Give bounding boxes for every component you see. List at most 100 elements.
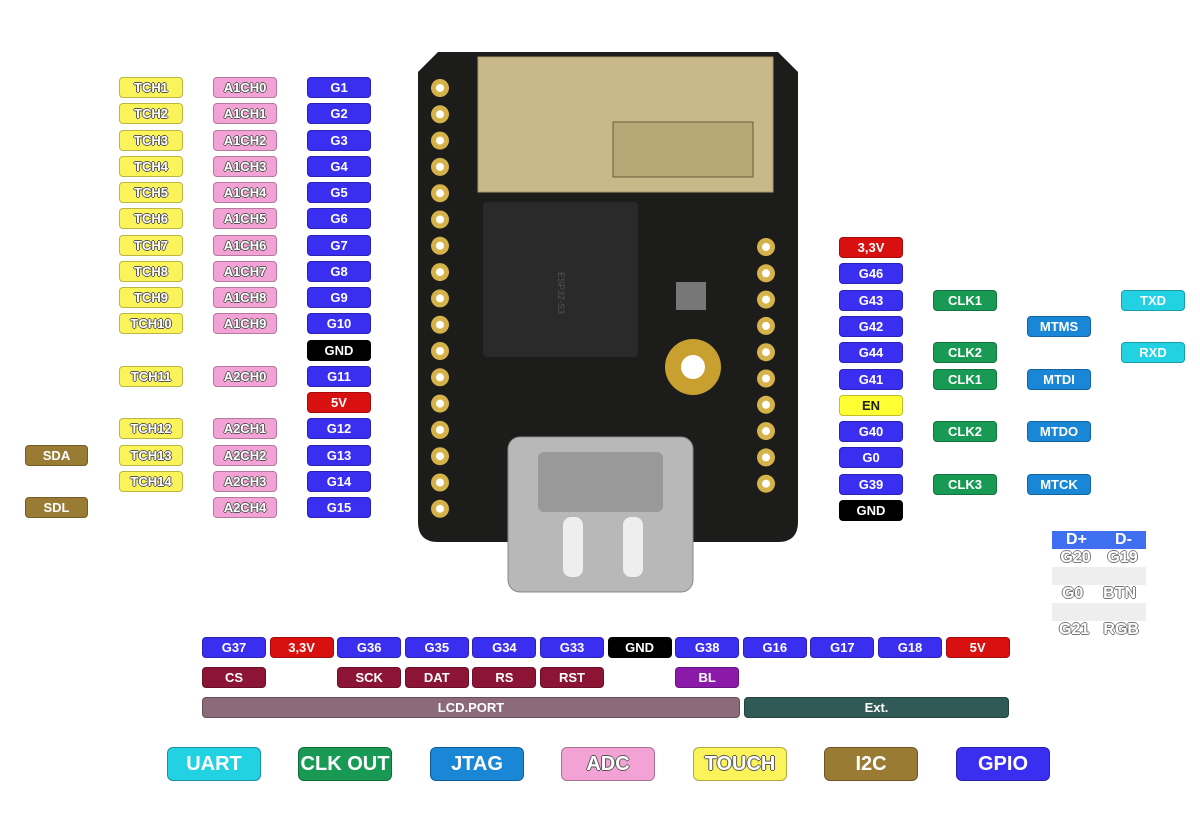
cell: G20 [1060,549,1091,566]
i2c-label: SDA [25,444,88,466]
pin-label: G16 [742,637,807,658]
adc-label: A2CH2 [213,444,277,466]
pin-label: G18 [878,637,942,658]
pin-label: EN [839,394,903,416]
clk-out-label: CLK3 [933,473,997,495]
d-minus-label: D- [1115,531,1132,548]
pin-label: G11 [307,365,371,387]
legend-jtag: JTAG [430,747,524,781]
pin-label: G34 [472,637,537,658]
adc-label: A1CH7 [213,260,277,282]
touch-label: TCH1 [119,77,183,98]
pin-label: G39 [839,473,903,495]
adc-label: A2CH3 [213,470,277,492]
lcd-label: DAT [404,667,469,688]
legend-gpio: GPIO [956,747,1050,781]
touch-label: TCH8 [119,260,183,282]
uart-label: RXD [1121,342,1185,364]
jtag-label: MTDO [1027,421,1091,443]
pin-label: G0 [839,447,903,469]
pin-label: 5V [307,392,371,413]
pin-label: GND [307,339,371,361]
uart-label: TXD [1121,289,1185,311]
legend-i2c: I2C [824,747,918,781]
cell: G19 [1107,549,1138,566]
pin-label: 3,3V [839,237,903,258]
touch-label: TCH7 [119,234,183,256]
clk-out-label: CLK1 [933,289,997,311]
i2c-label: SDL [25,497,88,518]
board-image: ESP32-S3 [418,52,798,593]
lcd-port-bar: LCD.PORT [202,697,740,718]
pin-label: G14 [307,470,371,492]
usb-table-row: G21 RGB [1052,621,1146,639]
touch-label: TCH14 [119,470,183,492]
touch-label: TCH5 [119,182,183,203]
adc-label: A2CH4 [213,497,277,518]
pin-label: G2 [307,103,371,125]
pin-label: G38 [675,637,740,658]
pin-label: GND [607,637,672,658]
adc-label: A1CH2 [213,129,277,151]
jtag-label: MTCK [1027,473,1091,495]
cell: BTN [1103,585,1137,602]
lcd-label: SCK [337,667,402,688]
pin-label: 3,3V [269,637,334,658]
lcd-label: CS [202,667,266,688]
d-plus-label: D+ [1066,531,1087,548]
cell: RGB [1103,621,1139,638]
pin-label: G46 [839,263,903,285]
adc-label: A1CH8 [213,287,277,308]
pin-label: G44 [839,342,903,364]
cell: G0 [1061,585,1084,602]
touch-label: TCH10 [119,313,183,335]
adc-label: A2CH1 [213,418,277,440]
legend-uart: UART [167,747,261,781]
pin-label: G9 [307,287,371,308]
pin-label: G15 [307,497,371,518]
adc-label: A2CH0 [213,365,277,387]
svg-text:ESP32-S3: ESP32-S3 [556,272,566,314]
pin-label: G4 [307,155,371,177]
pin-label: G1 [307,77,371,98]
pin-label: G5 [307,182,371,203]
legend-touch: TOUCH [693,747,787,781]
pin-label: G35 [404,637,469,658]
pin-label: 5V [945,637,1010,658]
clk-out-label: CLK2 [933,421,997,443]
pin-label: G6 [307,208,371,230]
usb-table-row: G0 BTN [1052,585,1146,603]
usb-table-row: G20 G19 [1052,549,1146,567]
usb-table-header: D+ D- [1052,531,1146,549]
legend-adc: ADC [561,747,655,781]
touch-label: TCH4 [119,155,183,177]
touch-label: TCH11 [119,365,183,387]
legend-clk: CLK OUT [298,747,392,781]
ext-bar: Ext. [744,697,1009,718]
pin-label: G3 [307,129,371,151]
adc-label: A1CH1 [213,103,277,125]
pin-label: G37 [202,637,266,658]
pin-label: G17 [810,637,875,658]
touch-label: TCH12 [119,418,183,440]
touch-label: TCH3 [119,129,183,151]
pin-label: G13 [307,444,371,466]
jtag-label: MTMS [1027,315,1091,337]
adc-label: A1CH9 [213,313,277,335]
adc-label: A1CH6 [213,234,277,256]
pin-label: G41 [839,368,903,390]
pin-label: G42 [839,315,903,337]
lcd-label: RST [540,667,604,688]
lcd-label: RS [472,667,537,688]
pin-label: G10 [307,313,371,335]
adc-label: A1CH5 [213,208,277,230]
cell: G21 [1059,621,1090,638]
touch-label: TCH6 [119,208,183,230]
touch-label: TCH2 [119,103,183,125]
adc-label: A1CH3 [213,155,277,177]
pin-label: G8 [307,260,371,282]
spacer [1052,567,1146,585]
lcd-label: BL [675,667,740,688]
